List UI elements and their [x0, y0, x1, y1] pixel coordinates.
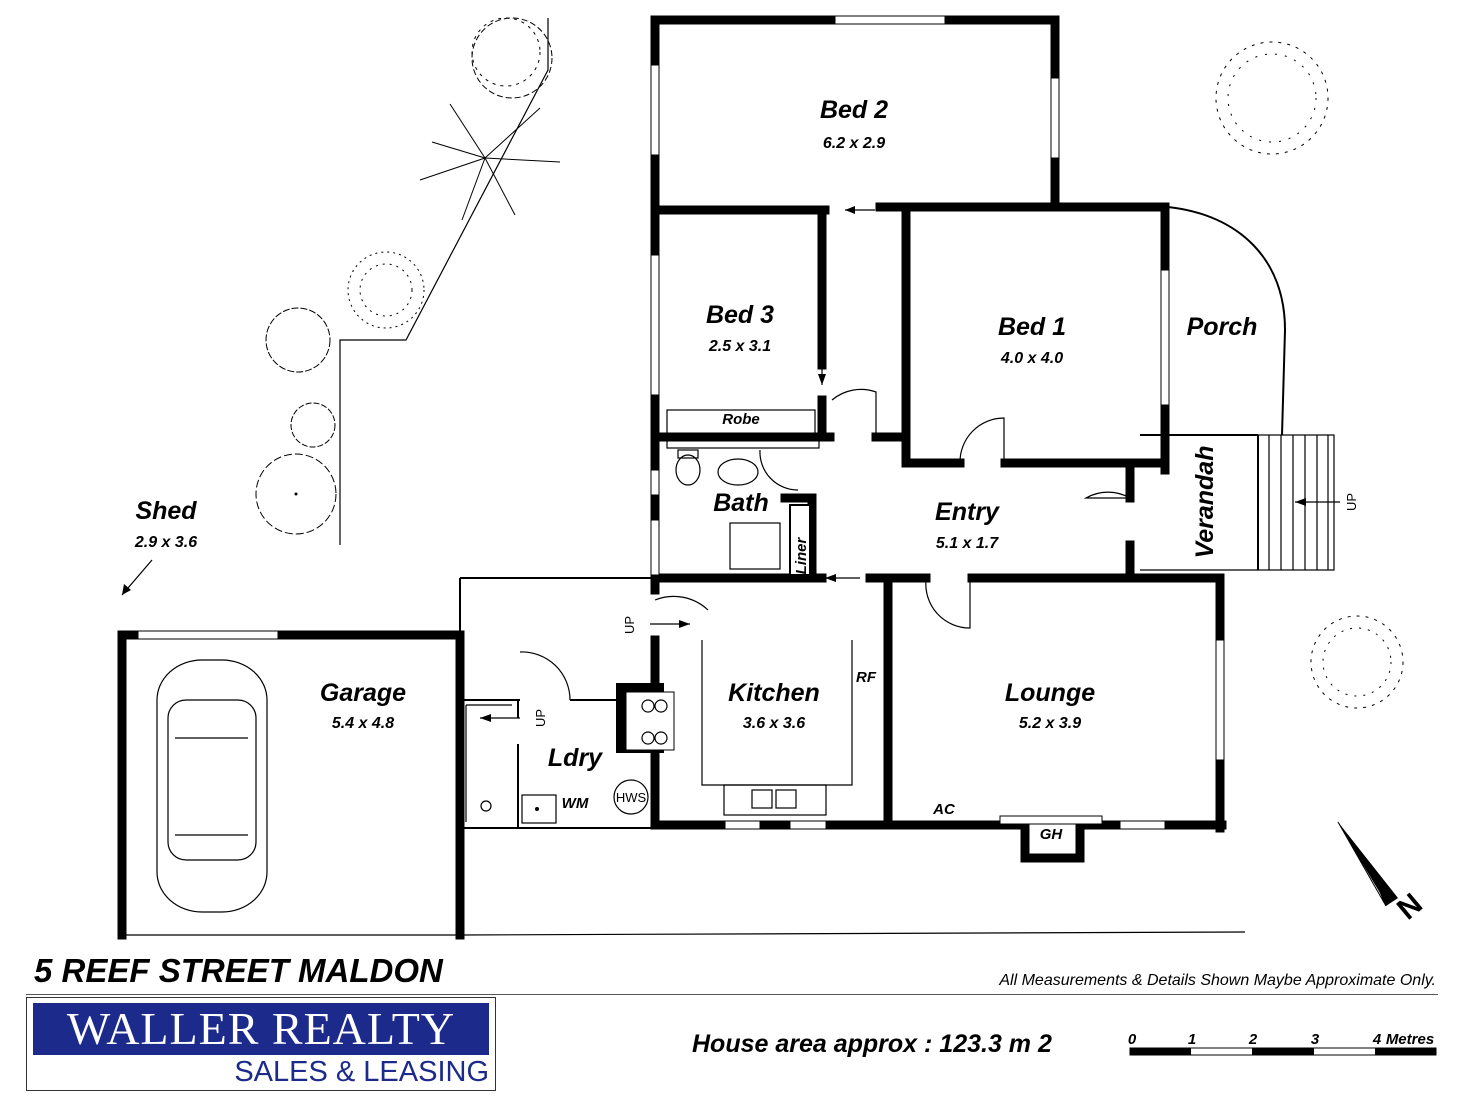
- tree-right-top: [1215, 41, 1329, 155]
- bed2-name: Bed 2: [820, 96, 888, 124]
- room-labels: Bed 2 6.2 x 2.9 Bed 3 2.5 x 3.1 Bed 1 4.…: [134, 96, 1258, 772]
- up-label-ldry: UP: [533, 709, 548, 727]
- scale-label-0: 0: [1128, 1031, 1137, 1048]
- door-swings: [519, 388, 1131, 701]
- bed2-dims: 6.2 x 2.9: [823, 135, 885, 152]
- liner-label: Liner: [793, 537, 810, 575]
- hws-label: HWS: [616, 790, 647, 805]
- gh-label: GH: [1040, 826, 1064, 843]
- entry-name: Entry: [935, 498, 1000, 526]
- kitchen-dims: 3.6 x 3.6: [743, 715, 805, 732]
- entry-dims: 5.1 x 1.7: [936, 535, 999, 552]
- house-walls: [616, 15, 1227, 863]
- footer-divider: [26, 994, 1438, 995]
- shed-dims: 2.9 x 3.6: [134, 534, 197, 551]
- porch-verandah: [1140, 206, 1340, 571]
- ldry-name: Ldry: [548, 744, 603, 772]
- disclaimer-text: All Measurements & Details Shown Maybe A…: [999, 972, 1436, 989]
- shrub-2: [265, 307, 331, 373]
- verandah-steps: [1257, 434, 1340, 571]
- garden-trees: [255, 17, 1404, 709]
- compass-icon: N: [1337, 821, 1429, 926]
- ac-label: AC: [932, 801, 956, 818]
- property-address: 5 REEF STREET MALDON: [34, 952, 443, 989]
- kitchen-fittings: [641, 640, 853, 816]
- scale-label-3: 3: [1311, 1031, 1320, 1048]
- scale-label-1: 1: [1188, 1031, 1196, 1048]
- up-label-verandah: UP: [1344, 493, 1359, 511]
- kitchen-name: Kitchen: [728, 679, 820, 707]
- windows: [137, 15, 1225, 830]
- bed3-dims: 2.5 x 3.1: [708, 338, 771, 355]
- logo-band: [33, 1003, 489, 1055]
- agency-logo: WALLER REALTY SALES & LEASING: [26, 997, 496, 1091]
- up-label-kitchen: UP: [622, 616, 637, 634]
- wm-label: WM: [562, 795, 589, 812]
- property-boundary: [339, 18, 549, 545]
- lounge-dims: 5.2 x 3.9: [1019, 715, 1081, 732]
- bed1-name: Bed 1: [998, 313, 1066, 341]
- palm-tree: [419, 103, 561, 221]
- car-outline: [156, 659, 268, 913]
- logo-brand-text: WALLER REALTY: [66, 1003, 456, 1054]
- logo-tagline: SALES & LEASING: [234, 1056, 489, 1088]
- tree-right-bottom: [1310, 615, 1404, 709]
- porch-name: Porch: [1187, 313, 1258, 341]
- garage-name: Garage: [320, 679, 406, 707]
- compass-north-label: N: [1391, 887, 1429, 926]
- bath-fittings: [666, 409, 820, 576]
- shrub-3: [290, 402, 336, 448]
- shed-name: Shed: [135, 497, 197, 525]
- arrows: [480, 206, 875, 722]
- tree-top: [471, 17, 553, 99]
- shed-arrow: [121, 559, 153, 596]
- scale-label-2: 2: [1248, 1031, 1258, 1048]
- fixture-labels: RF WM HWS AC GH UP UP UP: [533, 493, 1359, 843]
- shrub-4: [255, 453, 337, 535]
- verandah-name: Verandah: [1191, 445, 1219, 558]
- robe-label: Robe: [722, 411, 760, 428]
- garage-dims: 5.4 x 4.8: [332, 715, 394, 732]
- bed3-name: Bed 3: [706, 301, 774, 329]
- scale-unit: Metres: [1386, 1031, 1434, 1048]
- garage-walls: [117, 630, 1246, 940]
- scale-label-4: 4: [1372, 1031, 1382, 1048]
- bath-name: Bath: [713, 489, 769, 517]
- scale-bar: 0 1 2 3 4 Metres: [1128, 1031, 1437, 1056]
- house-area: House area approx : 123.3 m 2: [692, 1030, 1052, 1058]
- lounge-name: Lounge: [1005, 679, 1095, 707]
- bed1-dims: 4.0 x 4.0: [1000, 350, 1063, 367]
- shrub-1: [347, 251, 425, 329]
- rf-label: RF: [856, 669, 877, 686]
